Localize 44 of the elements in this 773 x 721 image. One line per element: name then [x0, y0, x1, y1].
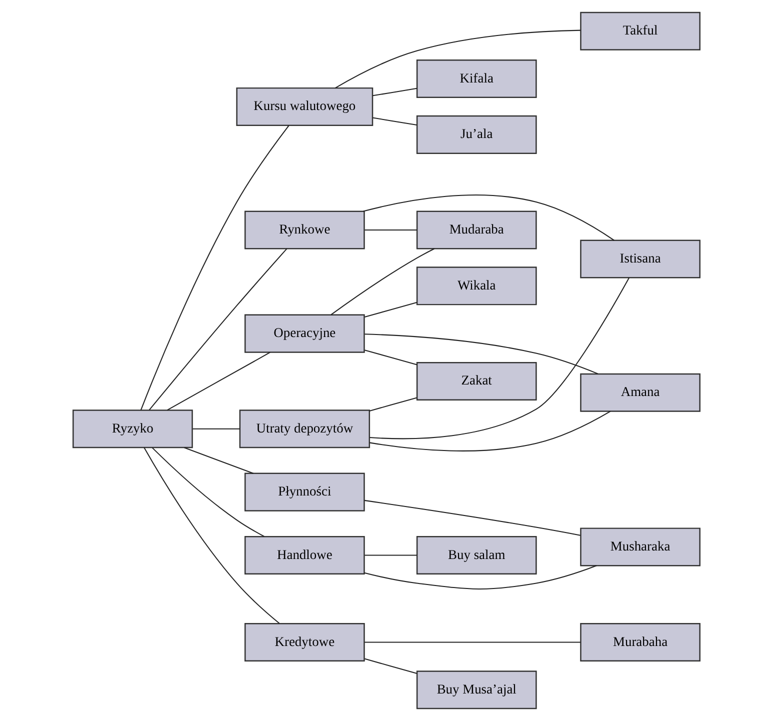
connector: [364, 334, 598, 374]
connector: [372, 88, 417, 96]
connector: [364, 565, 597, 590]
node-box: Płynności: [244, 472, 365, 512]
connector: [369, 397, 417, 412]
node-box: Kursu walutowego: [236, 87, 374, 126]
node-box: Buy Musa’ajal: [416, 670, 537, 710]
connector: [364, 554, 418, 556]
node-box: Amana: [580, 373, 700, 412]
connector: [364, 229, 418, 230]
node-box: Utraty depozytów: [239, 410, 370, 448]
connector: [152, 447, 264, 537]
node-box: Kifala: [416, 59, 537, 98]
connector: [372, 117, 417, 126]
node-box: Musharaka: [580, 528, 700, 566]
connector: [330, 248, 434, 316]
node-box: Mudaraba: [416, 210, 537, 250]
connector: [364, 642, 581, 643]
node-box: Ju’ala: [416, 115, 537, 154]
connector: [370, 410, 611, 452]
connector: [192, 428, 240, 430]
connector: [334, 30, 581, 88]
connector: [370, 278, 630, 440]
connector: [184, 447, 254, 474]
node-box: Rynkowe: [244, 210, 365, 250]
connector: [167, 352, 270, 410]
connector: [364, 350, 418, 366]
node-box: Ryzyko: [72, 410, 193, 448]
connector: [140, 125, 290, 410]
node-box: Takful: [580, 12, 700, 50]
connector: [364, 500, 581, 536]
connector: [364, 302, 418, 318]
node-box: Wikala: [416, 266, 537, 306]
node-box: Operacyjne: [244, 314, 365, 353]
node-box: Kredytowe: [244, 623, 365, 662]
connector: [363, 194, 614, 241]
node-box: Murabaha: [580, 623, 700, 662]
connector: [144, 447, 280, 624]
connector: [364, 658, 418, 674]
node-box: Zakat: [416, 362, 537, 400]
node-box: Istisana: [580, 240, 700, 278]
node-box: Buy salam: [416, 536, 537, 575]
connector: [148, 248, 288, 410]
node-box: Handlowe: [244, 536, 365, 575]
